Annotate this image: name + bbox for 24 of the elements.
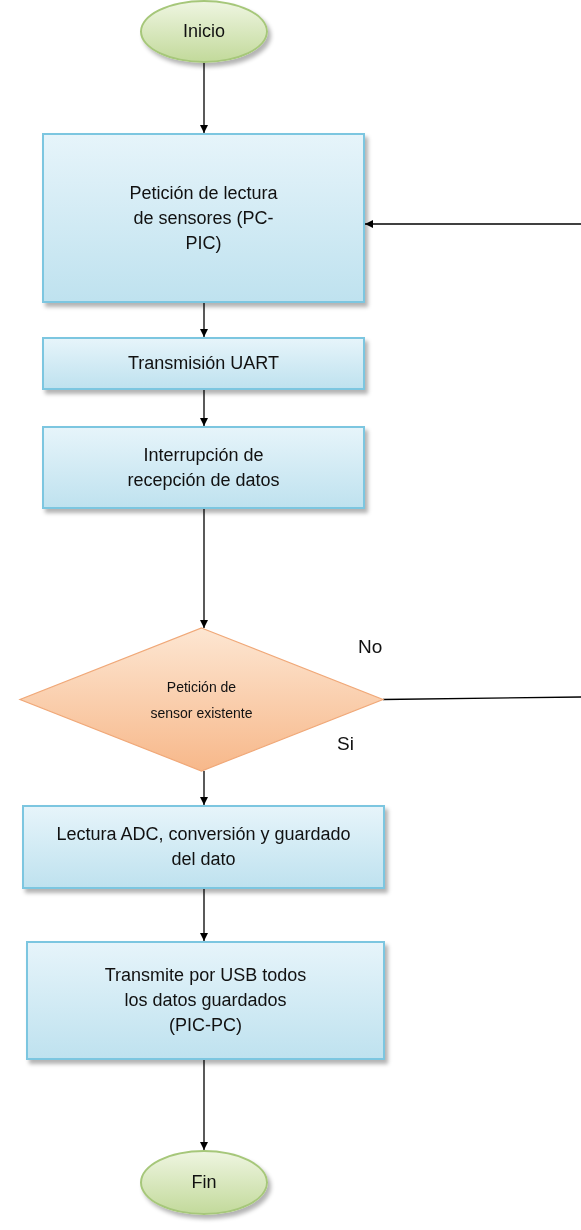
process-box [42, 426, 365, 509]
node-text: Transmisión UART [127, 352, 280, 375]
process-box [26, 941, 385, 1060]
arrow [200, 302, 208, 338]
arrow [364, 220, 581, 228]
node-text: Interrupción de recepción de datos [126, 443, 281, 492]
node-text: Petición de lectura de sensores (PC-PIC) [128, 181, 279, 255]
arrow [200, 62, 208, 134]
process-box [42, 133, 365, 303]
terminal-ellipse [140, 0, 268, 63]
connector-line [382, 696, 581, 701]
arrow [200, 389, 208, 427]
process-box [22, 805, 385, 889]
arrow [200, 888, 208, 942]
node-text: Lectura ADC, conversión y guardado del dato [55, 823, 352, 871]
process-box [42, 337, 365, 390]
node-text: Transmite por USB todos los datos guardados (PIC-PC) [103, 964, 308, 1037]
node-text: Petición de sensor existente [149, 677, 254, 723]
decision-diamond [20, 628, 383, 771]
arrow [200, 508, 208, 629]
arrow [200, 770, 208, 806]
node-text: Fin [190, 1171, 218, 1194]
arrow [200, 1059, 208, 1151]
node-text: Inicio [182, 20, 226, 43]
